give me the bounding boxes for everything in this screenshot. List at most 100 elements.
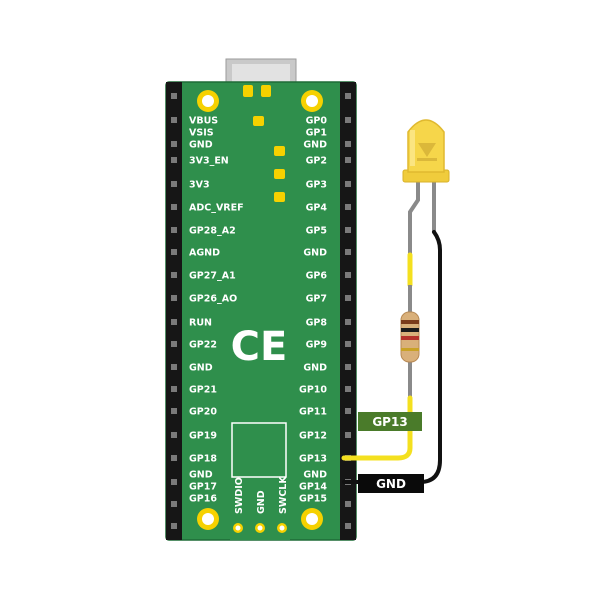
- left-header-pin-2: [171, 141, 177, 147]
- left-header-strip: [166, 82, 182, 540]
- swclk-label: SWCLK: [278, 476, 289, 514]
- left-pin-label: GP20: [189, 407, 217, 418]
- right-header-pin-1: [345, 117, 351, 123]
- right-header-pin-15: [345, 432, 351, 438]
- right-header-pin-6: [345, 227, 351, 233]
- left-pin-label: GND: [189, 363, 213, 374]
- chip-outline: [231, 422, 287, 478]
- left-pin-labels: VBUSVSISGND3V3_EN3V3ADC_VREFGP28_A2AGNDG…: [189, 116, 244, 505]
- left-pin-label: GP26_AO: [189, 294, 237, 305]
- gnd-wire-tag: GND: [358, 474, 424, 493]
- left-header-pin-5: [171, 204, 177, 210]
- left-header-pin-0: [171, 93, 177, 99]
- left-pin-label: GP17: [189, 482, 217, 493]
- right-pin-label: GP7: [306, 294, 327, 305]
- left-pin-label: GP16: [189, 494, 217, 505]
- right-pin-label: GND: [303, 248, 327, 259]
- ce-mark: CE: [231, 324, 288, 370]
- right-header-pin-11: [345, 341, 351, 347]
- debug-gnd-label: GND: [256, 490, 267, 514]
- right-pin-label: GP1: [306, 128, 327, 139]
- resistor-wire: [341, 252, 413, 461]
- debug-pins: [230, 520, 290, 540]
- right-header-pin-14: [345, 408, 351, 414]
- left-header-pin-14: [171, 408, 177, 414]
- led-legs: [408, 178, 436, 257]
- right-header-pin-8: [345, 272, 351, 278]
- left-header-pin-16: [171, 455, 177, 461]
- right-header-pin-7: [345, 249, 351, 255]
- right-pin-label: GND: [303, 363, 327, 374]
- right-pin-label: GP9: [306, 340, 327, 351]
- left-header-pin-18: [171, 501, 177, 507]
- right-pin-label: GND: [303, 140, 327, 151]
- right-pin-label: GP8: [306, 318, 328, 329]
- left-header-pin-13: [171, 386, 177, 392]
- left-pin-label: GP28_A2: [189, 226, 236, 237]
- mounting-holes: [197, 90, 323, 530]
- right-header-pin-12: [345, 364, 351, 370]
- right-header-pin-3: [345, 157, 351, 163]
- right-header-pin-18: [345, 501, 351, 507]
- svg-text:GND: GND: [376, 477, 406, 491]
- right-header-pin-9: [345, 295, 351, 301]
- left-pin-label: GND: [189, 140, 213, 151]
- left-header-pin-8: [171, 272, 177, 278]
- left-pin-label: RUN: [189, 318, 212, 329]
- left-header-pin-17: [171, 479, 177, 485]
- right-pin-label: GP13: [299, 454, 327, 465]
- left-pin-label: VSIS: [189, 128, 214, 139]
- right-pin-labels: GP0GP1GNDGP2GP3GP4GP5GNDGP6GP7GP8GP9GNDG…: [299, 116, 327, 505]
- left-header-pin-11: [171, 341, 177, 347]
- left-header-pin-7: [171, 249, 177, 255]
- left-pin-label: VBUS: [189, 116, 218, 127]
- right-pin-label: GP11: [299, 407, 327, 418]
- left-header-pin-15: [171, 432, 177, 438]
- left-pin-label: GP21: [189, 385, 217, 396]
- left-header-pin-1: [171, 117, 177, 123]
- right-pin-label: GND: [303, 470, 327, 481]
- left-pin-label: GP18: [189, 454, 217, 465]
- led: [402, 119, 450, 183]
- right-header-pin-10: [345, 319, 351, 325]
- right-pin-label: GP10: [299, 385, 327, 396]
- left-pin-label: GND: [189, 470, 213, 481]
- right-header-pin-5: [345, 204, 351, 210]
- right-pin-label: GP12: [299, 431, 327, 442]
- right-header-pin-13: [345, 386, 351, 392]
- swdio-label: SWDIO: [234, 477, 245, 514]
- left-header-pin-6: [171, 227, 177, 233]
- left-header-pin-4: [171, 181, 177, 187]
- left-pin-label: AGND: [189, 248, 220, 259]
- smd-pads: [243, 85, 285, 202]
- left-pin-label: GP22: [189, 340, 217, 351]
- left-header-pin-19: [171, 523, 177, 529]
- right-pin-label: GP15: [299, 494, 327, 505]
- left-pin-label: 3V3: [189, 180, 210, 191]
- left-header-pin-12: [171, 364, 177, 370]
- right-header-pin-4: [345, 181, 351, 187]
- svg-text:GP13: GP13: [372, 415, 407, 429]
- right-pin-label: GP5: [306, 226, 327, 237]
- right-header-pin-2: [345, 141, 351, 147]
- gp13-wire-tag: GP13: [358, 412, 422, 431]
- right-pin-label: GP3: [306, 180, 327, 191]
- right-header-strip: [340, 82, 356, 540]
- right-header-pin-0: [345, 93, 351, 99]
- right-pin-label: GP6: [306, 271, 328, 282]
- left-pin-label: GP27_A1: [189, 271, 236, 282]
- left-header-pin-3: [171, 157, 177, 163]
- right-pin-label: GP4: [306, 203, 328, 214]
- right-pin-label: GP0: [306, 116, 328, 127]
- left-header-pins: [171, 93, 177, 529]
- right-pin-label: GP2: [306, 156, 327, 167]
- right-header-pin-19: [345, 523, 351, 529]
- gnd-wire: [342, 230, 442, 484]
- left-header-pin-10: [171, 319, 177, 325]
- right-pin-label: GP14: [299, 482, 327, 493]
- left-pin-label: ADC_VREF: [189, 203, 244, 214]
- resistor: [400, 311, 420, 363]
- left-pin-label: GP19: [189, 431, 217, 442]
